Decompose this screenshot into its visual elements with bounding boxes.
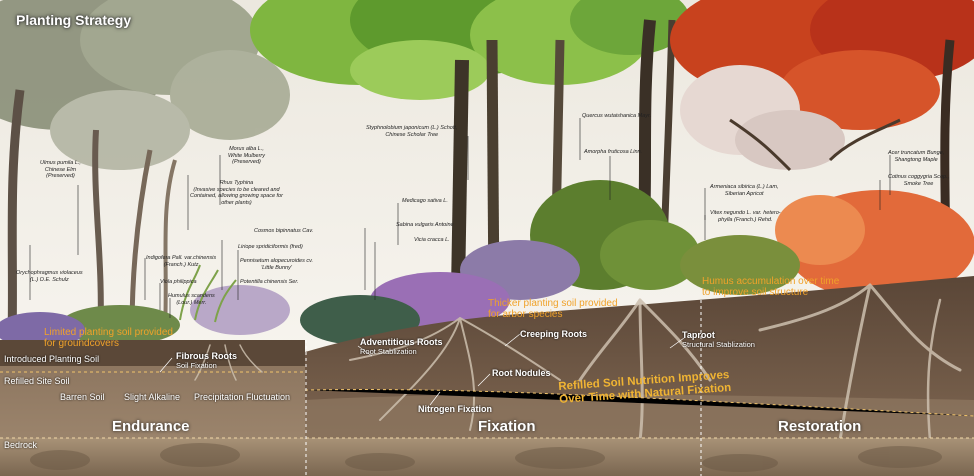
species-cosmos: Cosmos bipinnatus Cav. xyxy=(254,228,314,234)
condition-precipitation: Precipitation Fluctuation xyxy=(194,392,291,402)
species-medicago: Medicago sativa L. xyxy=(402,198,448,204)
shrubs-groundcover xyxy=(0,180,800,348)
root-fibrous-title: Fibrous Roots xyxy=(176,351,237,361)
bedrock-layer xyxy=(0,438,974,476)
species-morus: Morus alba L., White Mulberry (Preserved… xyxy=(228,146,265,165)
soil-bedrock-label: Bedrock xyxy=(4,440,38,450)
root-fibrous-sub: Soil Fixation xyxy=(176,361,217,370)
zone-endurance: Endurance xyxy=(112,418,190,435)
roots xyxy=(194,283,962,442)
root-label-nitrogen: Nitrogen Fixation xyxy=(418,404,492,414)
root-taproot-title: Taproot xyxy=(682,330,715,340)
species-potentilla: Potentilla chinensis Ser. xyxy=(240,279,299,285)
species-ulmus: Ulmus pumila L., Chinese Elm (Preserved) xyxy=(40,160,81,179)
species-pennisetum: Pennisetum alopecuroides cv. 'Little Bun… xyxy=(240,258,313,271)
right-autumn-trees xyxy=(670,0,974,301)
root-nitrogen-title: Nitrogen Fixation xyxy=(418,404,492,414)
center-canopy xyxy=(250,0,690,301)
left-trees xyxy=(0,0,290,341)
note-humus: Humus accumulation over time to improve … xyxy=(702,276,840,298)
root-taproot-sub: Structural Stablization xyxy=(682,340,755,349)
root-label-creeping: Creeping Roots xyxy=(520,329,587,339)
zone-fixation: Fixation xyxy=(478,418,536,435)
root-adventitious-title: Adventitious Roots xyxy=(360,337,443,347)
condition-alkaline: Slight Alkaline xyxy=(124,392,181,402)
page-title: Planting Strategy xyxy=(16,12,132,28)
root-creeping-title: Creeping Roots xyxy=(520,329,588,339)
species-acer: Acer truncatum Bunge, Shangtong Maple xyxy=(888,150,945,163)
species-cotinus: Cotinus coggygria Scop., Smoke Tree xyxy=(888,174,950,187)
species-amorpha: Amorpha fruticosa Linn. xyxy=(584,149,643,155)
species-liriope: Liriope spridiciformis (fred) xyxy=(238,244,303,250)
species-orychophragmus: Orychophragmus violaceus (L.) O.E. Schul… xyxy=(16,270,83,283)
root-label-adventitious: Adventitious Roots Root Stablization xyxy=(360,337,443,356)
note-limited-soil: Limited planting soil provided for groun… xyxy=(44,327,173,349)
root-adventitious-sub: Root Stablization xyxy=(360,347,417,356)
introduced-soil-band xyxy=(0,340,305,366)
root-label-fibrous: Fibrous Roots Soil Fixation xyxy=(176,351,237,370)
note-thicker-soil: Thicker planting soil provided for arbor… xyxy=(488,298,618,320)
species-vicia: Vicia cracca L. xyxy=(414,237,450,243)
species-rhus: Rhus Typhina (Invasive species to be cle… xyxy=(190,180,283,206)
species-quercus: Quercus wutaishanica Mayr. xyxy=(582,113,652,119)
species-indigofera: Indigofera Pall. var.chinensis (Franch.)… xyxy=(146,255,217,268)
species-humulus: Humulus scandens (Lour.) Merr. xyxy=(168,293,215,306)
soil-refilled-label: Refilled Site Soil xyxy=(4,376,70,386)
root-label-nodules: Root Nodules xyxy=(492,368,551,378)
root-label-taproot: Taproot Structural Stablization xyxy=(682,330,755,349)
soil-introduced-label: Introduced Planting Soil xyxy=(4,354,100,364)
condition-barren: Barren Soil xyxy=(60,392,105,402)
endurance-soil xyxy=(0,346,305,440)
species-vitex: Vitex negundo L. var. hetero- phylla (Fr… xyxy=(710,210,781,223)
species-viola-philippica: Viola philippica xyxy=(160,279,197,285)
species-leader-lines xyxy=(29,118,891,318)
root-nodules-title: Root Nodules xyxy=(492,368,551,378)
species-styphnolobium: Styphnolobium japonicum (L.) Schott, Chi… xyxy=(366,125,458,138)
species-armeniaca: Armeniaca sibirica (L.) Lam, Siberian Ap… xyxy=(710,184,779,197)
zone-restoration: Restoration xyxy=(778,418,862,435)
species-sabina: Sabina vulgaris Antoine xyxy=(396,222,454,228)
